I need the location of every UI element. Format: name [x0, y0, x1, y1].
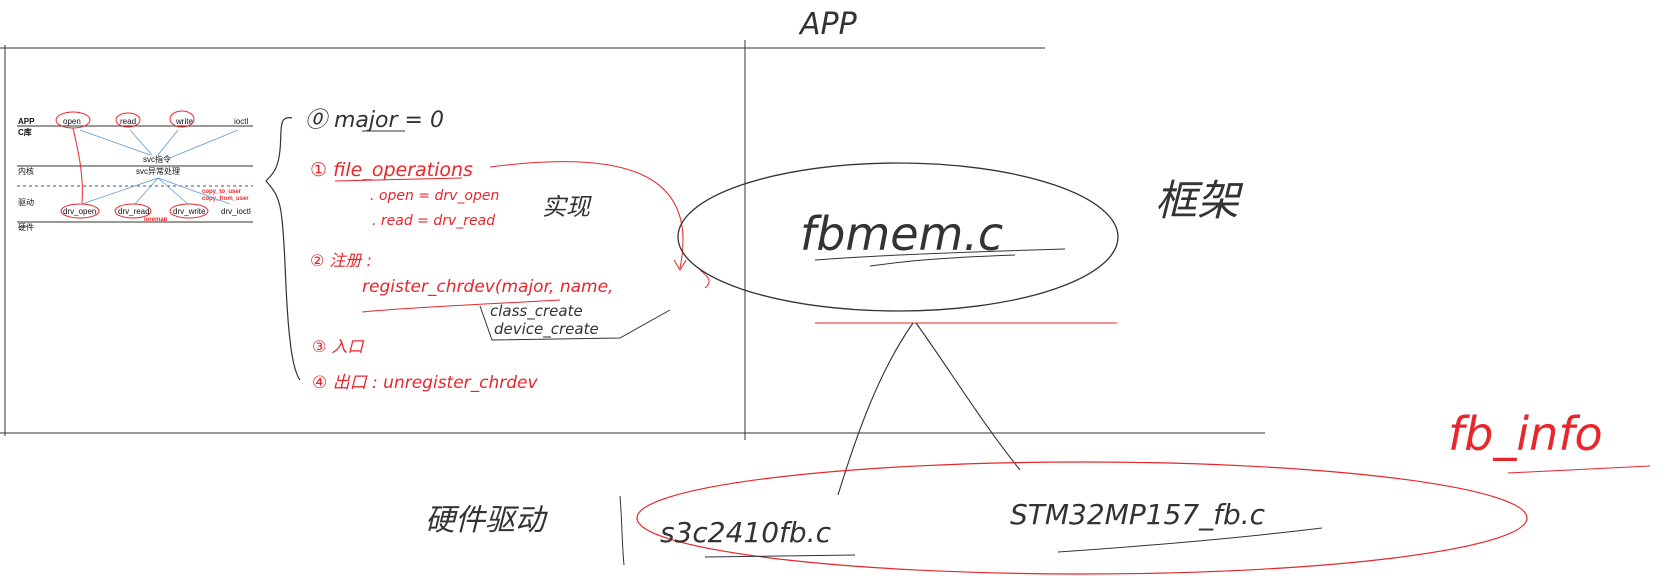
driver-a-label: s3c2410fb.c: [660, 516, 832, 549]
hw-driver-label: 硬件驱动: [425, 503, 548, 538]
step2-call-text: register_chrdev(major, name,: [362, 277, 613, 297]
step2-class-text: class_create: [490, 302, 583, 321]
step1-read-text: . read = drv_read: [372, 213, 495, 229]
app-call-ioctl: ioctl: [234, 117, 248, 126]
drv-call-write: drv_write: [173, 207, 206, 216]
core-file-label: fbmem.c: [800, 207, 1003, 261]
step2-device-text: device_create: [494, 320, 599, 339]
steps-notes: ⓪ major = 0 ① file_operations . open = d…: [305, 108, 710, 393]
drv-call-ioctl: drv_ioctl: [221, 207, 251, 216]
svc-instruction-label: svc指令: [143, 154, 171, 164]
layer-app-label: APP: [18, 117, 35, 126]
step4-text: ④ 出口 : unregister_chrdev: [312, 373, 539, 393]
layer-diagram: APP C库 内核 驱动 硬件 open read write ioctl sv…: [17, 110, 253, 232]
app-call-read: read: [120, 117, 136, 126]
drivers-ellipse: [636, 461, 1528, 575]
step1-text: ① file_operations: [310, 159, 473, 181]
layer-clib-label: C库: [18, 127, 32, 137]
copy-to-user-label: copy_to_user: [202, 189, 242, 195]
framework-label: 框架: [1155, 176, 1244, 225]
frame-lines: [0, 40, 1265, 440]
layer-hardware-label: 硬件: [18, 222, 34, 232]
svc-handler-label: svc异常处理: [136, 166, 180, 176]
drv-call-read: drv_read: [118, 207, 150, 216]
top-app-label: APP: [798, 7, 858, 42]
framework-section: fbmem.c 框架 硬件驱动 s3c2410fb.c STM32MP157_f…: [425, 162, 1651, 575]
layer-driver-label: 驱动: [18, 197, 34, 207]
step2-text: ② 注册 :: [310, 251, 372, 270]
core-ellipse: [677, 162, 1119, 312]
step0-text: ⓪ major = 0: [305, 108, 444, 133]
ioremap-label: ioremap: [144, 217, 168, 223]
drv-call-open: drv_open: [63, 207, 96, 216]
step1-open-text: . open = drv_open: [370, 188, 499, 204]
fb-info-label: fb_info: [1448, 407, 1603, 461]
brace-shape: [265, 117, 301, 381]
step1-note-text: 实现: [542, 193, 592, 221]
driver-b-label: STM32MP157_fb.c: [1010, 498, 1266, 531]
step3-text: ③ 入口: [312, 337, 364, 356]
app-call-open: open: [63, 117, 81, 126]
app-call-write: write: [175, 117, 193, 126]
copy-from-user-label: copy_from_user: [202, 196, 249, 202]
layer-kernel-label: 内核: [18, 166, 34, 176]
